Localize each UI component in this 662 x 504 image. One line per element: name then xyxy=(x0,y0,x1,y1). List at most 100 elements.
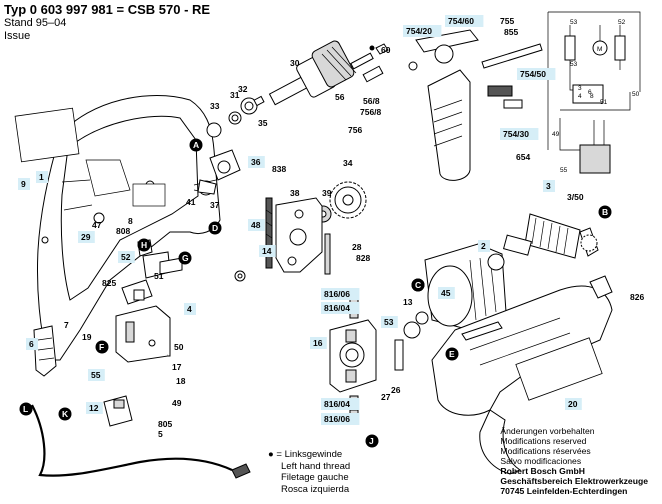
callout-808: 808 xyxy=(116,226,130,236)
callout-box-29: 29 xyxy=(78,231,95,243)
schematic-label-2: 53 xyxy=(570,61,578,68)
svg-text:L: L xyxy=(23,404,28,414)
callout-34: 34 xyxy=(343,158,353,168)
svg-text:K: K xyxy=(62,409,69,419)
switch-4 xyxy=(115,305,171,363)
brush-holder-16 xyxy=(329,319,377,393)
callout-56: 56 xyxy=(335,92,345,102)
callout-828: 828 xyxy=(356,253,370,263)
schematic-label-8: 4 xyxy=(578,93,582,100)
callout-box-52: 52 xyxy=(118,251,135,263)
connector-marker-J: J xyxy=(365,434,379,448)
callout-box-55: 55 xyxy=(88,369,105,381)
callout-box-754-60: 754/60 xyxy=(445,15,484,27)
callout-654: 654 xyxy=(516,152,530,162)
callout-37: 37 xyxy=(210,200,220,210)
callout-box-1: 1 xyxy=(36,171,48,183)
svg-text:J: J xyxy=(369,436,374,446)
svg-text:F: F xyxy=(99,342,104,352)
svg-text:H: H xyxy=(141,240,147,250)
callout-box-36: 36 xyxy=(248,156,265,168)
connector-53 xyxy=(394,339,404,371)
callout-50: 50 xyxy=(174,342,184,352)
callout-box-754-50: 754/50 xyxy=(517,68,556,80)
connector-marker-G: G xyxy=(178,251,192,265)
svg-text:1: 1 xyxy=(39,172,44,182)
callout-box-816-06: 816/06 xyxy=(321,288,360,300)
callout-32: 32 xyxy=(238,84,248,94)
svg-text:G: G xyxy=(182,253,189,263)
plug xyxy=(231,463,251,479)
callout-26: 26 xyxy=(391,385,401,395)
svg-text:D: D xyxy=(212,223,218,233)
callout-41: 41 xyxy=(186,197,196,207)
callout-51: 51 xyxy=(154,271,164,281)
gear-housing-plate xyxy=(234,197,331,282)
header: Typ 0 603 997 981 = CSB 570 - RE Stand 9… xyxy=(4,2,210,43)
svg-text:C: C xyxy=(415,280,421,290)
model-title: Typ 0 603 997 981 = CSB 570 - RE xyxy=(4,2,211,17)
gear-34 xyxy=(329,181,367,219)
callout-47: 47 xyxy=(92,220,102,230)
callout-box-20: 20 xyxy=(565,398,582,410)
stand-date: Stand 95–04 xyxy=(4,17,67,29)
callout-826: 826 xyxy=(630,292,644,302)
svg-text:53: 53 xyxy=(384,317,394,327)
svg-text:754/30: 754/30 xyxy=(503,129,529,139)
callout-18: 18 xyxy=(176,376,186,386)
connector-marker-C: C xyxy=(411,278,425,292)
rail-48 xyxy=(265,197,273,269)
connector-marker-K: K xyxy=(58,407,72,421)
motor-housing-shell xyxy=(431,275,613,475)
trigger-parts xyxy=(121,239,183,305)
svg-text:A: A xyxy=(193,140,199,150)
callout-756: 756 xyxy=(348,125,362,135)
svg-text:2: 2 xyxy=(481,241,486,251)
callout-3-50: 3/50 xyxy=(567,192,584,202)
svg-text:12: 12 xyxy=(89,403,99,413)
clutch-parts xyxy=(193,149,241,196)
callout-box-6: 6 xyxy=(26,338,38,350)
callout-box-3: 3 xyxy=(543,180,555,192)
svg-text:45: 45 xyxy=(441,288,451,298)
schematic-label-9: 8 xyxy=(590,93,594,100)
callout-7: 7 xyxy=(64,320,69,330)
svg-text:16: 16 xyxy=(313,338,323,348)
company-name: Robert Bosch GmbH xyxy=(500,466,585,476)
aux-handle-754 xyxy=(408,29,543,181)
callout-box-816-04: 816/04 xyxy=(321,398,360,410)
callout-27: 27 xyxy=(381,392,391,402)
callout-box-45: 45 xyxy=(438,287,455,299)
power-cord-805 xyxy=(31,404,233,477)
schematic-label-11: M xyxy=(597,46,602,53)
svg-text:B: B xyxy=(602,207,608,217)
callout-box-816-06: 816/06 xyxy=(321,413,360,425)
callout-35: 35 xyxy=(258,118,268,128)
callout-box-14: 14 xyxy=(259,245,276,257)
legend-symbol-text: ● = Linksgewinde xyxy=(268,449,343,460)
callout-39: 39 xyxy=(322,188,332,198)
svg-text:754/20: 754/20 xyxy=(406,26,432,36)
callout-60: 60 xyxy=(381,45,391,55)
callout-box-12: 12 xyxy=(86,402,103,414)
callout-49: 49 xyxy=(172,398,182,408)
chuck-assembly xyxy=(268,40,389,106)
svg-text:55: 55 xyxy=(91,370,101,380)
svg-text:20: 20 xyxy=(568,399,578,409)
connector-marker-A: A xyxy=(189,138,203,152)
connector-marker-L: L xyxy=(19,402,33,416)
callout-box-9: 9 xyxy=(18,178,30,190)
callout-19: 19 xyxy=(82,332,92,342)
nameplate-808 xyxy=(132,183,166,207)
svg-text:754/60: 754/60 xyxy=(448,16,474,26)
company-notes: Änderungen vorbehalten Modifications res… xyxy=(500,426,648,496)
svg-text:36: 36 xyxy=(251,157,261,167)
schematic-label-0: 53 xyxy=(570,19,578,26)
callout-17: 17 xyxy=(172,362,182,372)
note-de: Änderungen vorbehalten xyxy=(500,426,595,436)
svg-text:816/06: 816/06 xyxy=(324,289,350,299)
svg-text:9: 9 xyxy=(21,179,26,189)
callout-805: 805 xyxy=(158,419,172,429)
cord-clamp-12 xyxy=(103,395,133,427)
